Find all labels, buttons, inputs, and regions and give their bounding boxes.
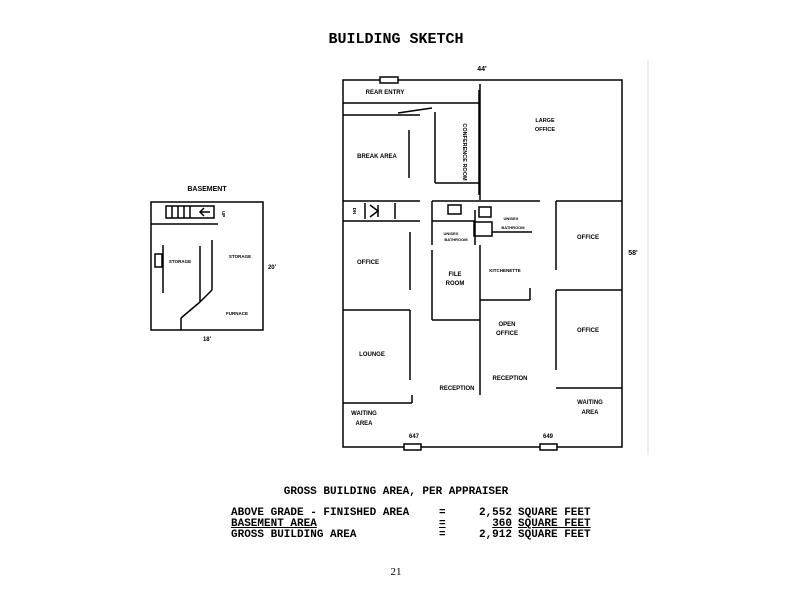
main-dim-height: 58' — [628, 250, 638, 257]
label-unisex-2: UNISEX — [504, 216, 519, 221]
label-lounge: LOUNGE — [359, 352, 385, 358]
area-unit: SQUARE FEET — [518, 507, 591, 519]
area-table: ABOVE GRADE - FINISHED AREA = 2,552 SQUA… — [231, 508, 598, 541]
basement-dim-height: 20' — [268, 265, 277, 271]
main-floor-outline — [342, 79, 623, 448]
basement-stair-up: UP — [221, 211, 226, 217]
area-row: ABOVE GRADE - FINISHED AREA = 2,552 SQUA… — [231, 508, 598, 519]
toilet-1 — [447, 204, 462, 215]
label-waiting-left-1: WAITING — [351, 411, 377, 417]
label-waiting-left-2: AREA — [355, 421, 373, 427]
label-bathroom-2: BATHROOM — [501, 225, 525, 230]
page-number: 21 — [390, 566, 402, 578]
label-rear-entry: REAR ENTRY — [366, 90, 405, 96]
label-large-office-2: OFFICE — [535, 127, 555, 133]
entry-door-647 — [403, 443, 422, 451]
label-file-room-1: FILE — [449, 272, 462, 278]
page-title: BUILDING SKETCH — [328, 31, 464, 48]
area-value: 360 — [492, 518, 512, 530]
area-unit: SQUARE FEET — [518, 529, 591, 541]
label-open-office-1: OPEN — [498, 322, 515, 328]
summary-heading: GROSS BUILDING AREA, PER APPRAISER — [283, 486, 509, 498]
area-unit: SQUARE FEET — [518, 518, 591, 530]
label-office-right-upper: OFFICE — [577, 235, 599, 241]
label-office-left: OFFICE — [357, 260, 379, 266]
area-row: BASEMENT AREA = 360 SQUARE FEET — [231, 519, 598, 530]
label-waiting-right-1: WAITING — [577, 400, 603, 406]
label-large-office-1: LARGE — [535, 118, 555, 124]
storage-shelf — [154, 253, 163, 268]
basement-dim-width: 18' — [203, 337, 212, 343]
basement-furnace: FURNACE — [226, 311, 248, 316]
area-equals: = — [439, 529, 446, 541]
label-door-647: 647 — [409, 434, 420, 440]
toilet-2 — [478, 206, 492, 218]
entry-door-649 — [539, 443, 558, 451]
area-label: ABOVE GRADE - FINISHED AREA — [231, 507, 410, 519]
area-equals: = — [439, 518, 446, 530]
label-reception-right: RECEPTION — [492, 376, 527, 382]
label-open-office-2: OFFICE — [496, 331, 518, 337]
area-summary: GROSS BUILDING AREA, PER APPRAISER ABOVE… — [0, 486, 792, 541]
area-label: BASEMENT AREA — [231, 518, 317, 530]
label-file-room-2: ROOM — [446, 281, 465, 287]
area-label: GROSS BUILDING AREA — [231, 529, 357, 541]
sink-2 — [473, 221, 493, 237]
label-bathroom-1: BATHROOM — [444, 237, 468, 242]
basement-heading: BASEMENT — [187, 186, 227, 193]
area-row: GROSS BUILDING AREA = 2,912 SQUARE FEET — [231, 530, 598, 541]
basement-storage-2: STORAGE — [229, 254, 251, 259]
label-office-right-lower: OFFICE — [577, 328, 599, 334]
floor-plan-sketch: BASEMENT STORAGE STORAGE FURNACE UP 18' … — [150, 60, 649, 455]
area-value: 2,912 — [478, 529, 512, 541]
main-dim-width: 44' — [477, 66, 487, 73]
label-reception-left: RECEPTION — [439, 386, 474, 392]
area-equals: = — [439, 507, 446, 519]
label-door-649: 649 — [543, 434, 554, 440]
label-dn: DN — [352, 208, 357, 215]
rear-door — [379, 76, 399, 84]
basement-outline — [150, 201, 264, 331]
area-value: 2,552 — [478, 507, 512, 519]
label-kitchenette: KITCHENETTE — [489, 268, 521, 273]
basement-storage-1: STORAGE — [169, 259, 191, 264]
label-unisex-1: UNISEX — [444, 231, 459, 236]
label-waiting-right-2: AREA — [581, 410, 599, 416]
label-break-area: BREAK AREA — [357, 154, 397, 160]
label-conference-room: CONFERENCE ROOM — [461, 123, 467, 181]
